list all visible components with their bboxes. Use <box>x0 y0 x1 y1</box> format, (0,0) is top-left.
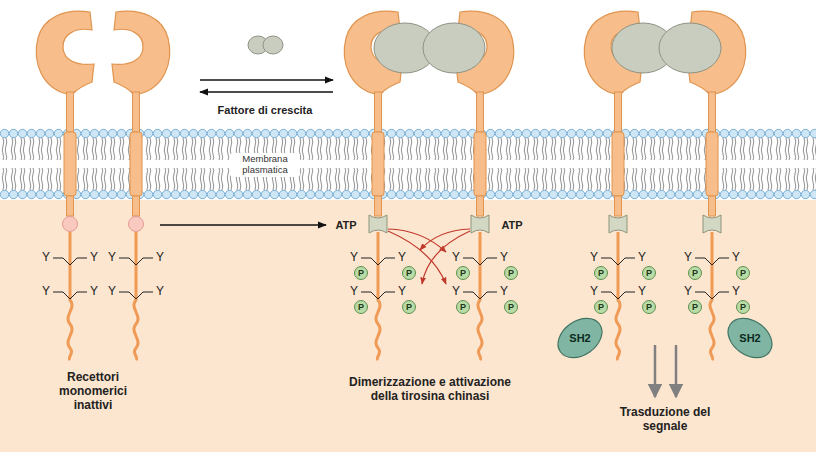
tyrosine-label: Y <box>590 251 598 265</box>
phosphate-mark: P <box>460 302 466 312</box>
phosphate-mark: P <box>598 268 604 278</box>
phosphate-circle: P <box>504 300 518 314</box>
phosphate-mark: P <box>692 268 698 278</box>
stage-caption: Recettori monomerici inattivi <box>50 371 136 412</box>
tyrosine-label: Y <box>684 251 692 265</box>
phosphate-circle: P <box>402 300 416 314</box>
phosphate-mark: P <box>692 302 698 312</box>
atp-label: ATP <box>501 219 522 232</box>
phosphate-mark: P <box>740 302 746 312</box>
factor-label: Fattore di crescita <box>218 104 313 117</box>
tyrosine-label: Y <box>350 285 358 299</box>
phosphate-mark: P <box>646 302 652 312</box>
phosphate-circle: P <box>688 300 702 314</box>
sh2-domain: SH2 <box>728 321 772 355</box>
phosphate-mark: P <box>598 302 604 312</box>
tyrosine-label: Y <box>108 251 116 265</box>
tyrosine-label: Y <box>42 251 50 265</box>
phosphate-mark: P <box>508 268 514 278</box>
phosphate-circle: P <box>642 300 656 314</box>
sh2-blob <box>551 310 610 365</box>
phosphate-circle: P <box>456 300 470 314</box>
phosphate-mark: P <box>358 268 364 278</box>
atp-label: ATP <box>335 219 356 232</box>
tyrosine-label: Y <box>90 251 98 265</box>
tyrosine-label: Y <box>90 285 98 299</box>
domain-name: SH2 <box>569 332 590 344</box>
tyrosine-label: Y <box>398 285 406 299</box>
phosphate-circle: P <box>688 266 702 280</box>
phosphate-circle: P <box>354 300 368 314</box>
phosphate-circle: P <box>642 266 656 280</box>
membrane-label: Membrana plasmatica <box>230 153 300 177</box>
phosphate-circle: P <box>594 300 608 314</box>
tyrosine-label: Y <box>398 251 406 265</box>
tyrosine-label: Y <box>590 285 598 299</box>
phosphate-circle: P <box>456 266 470 280</box>
tyrosine-label: Y <box>452 251 460 265</box>
domain-name: SH2 <box>739 332 760 344</box>
phosphate-circle: P <box>736 300 750 314</box>
tyrosine-label: Y <box>500 251 508 265</box>
phosphate-circle: P <box>736 266 750 280</box>
tyrosine-label: Y <box>108 285 116 299</box>
phosphate-circle: P <box>354 266 368 280</box>
tyrosine-label: Y <box>42 285 50 299</box>
tyrosine-label: Y <box>452 285 460 299</box>
phosphate-circle: P <box>402 266 416 280</box>
sh2-blob <box>721 310 780 365</box>
phosphate-circle: P <box>504 266 518 280</box>
stage-caption: Dimerizzazione e attivazione della tiros… <box>343 376 518 404</box>
tyrosine-label: Y <box>638 285 646 299</box>
phosphate-mark: P <box>646 268 652 278</box>
phosphate-mark: P <box>508 302 514 312</box>
stage-caption: Trasduzione del segnale <box>610 406 720 434</box>
tyrosine-label: Y <box>732 285 740 299</box>
tyrosine-label: Y <box>638 251 646 265</box>
phosphate-mark: P <box>358 302 364 312</box>
tyrosine-label: Y <box>684 285 692 299</box>
tyrosine-label: Y <box>732 251 740 265</box>
tyrosine-label: Y <box>156 251 164 265</box>
phosphate-mark: P <box>406 302 412 312</box>
sh2-domain: SH2 <box>558 321 602 355</box>
tyrosine-label: Y <box>350 251 358 265</box>
phosphate-mark: P <box>740 268 746 278</box>
tyrosine-label: Y <box>156 285 164 299</box>
phosphate-circle: P <box>594 266 608 280</box>
tyrosine-label: Y <box>500 285 508 299</box>
phosphate-mark: P <box>460 268 466 278</box>
phosphate-mark: P <box>406 268 412 278</box>
